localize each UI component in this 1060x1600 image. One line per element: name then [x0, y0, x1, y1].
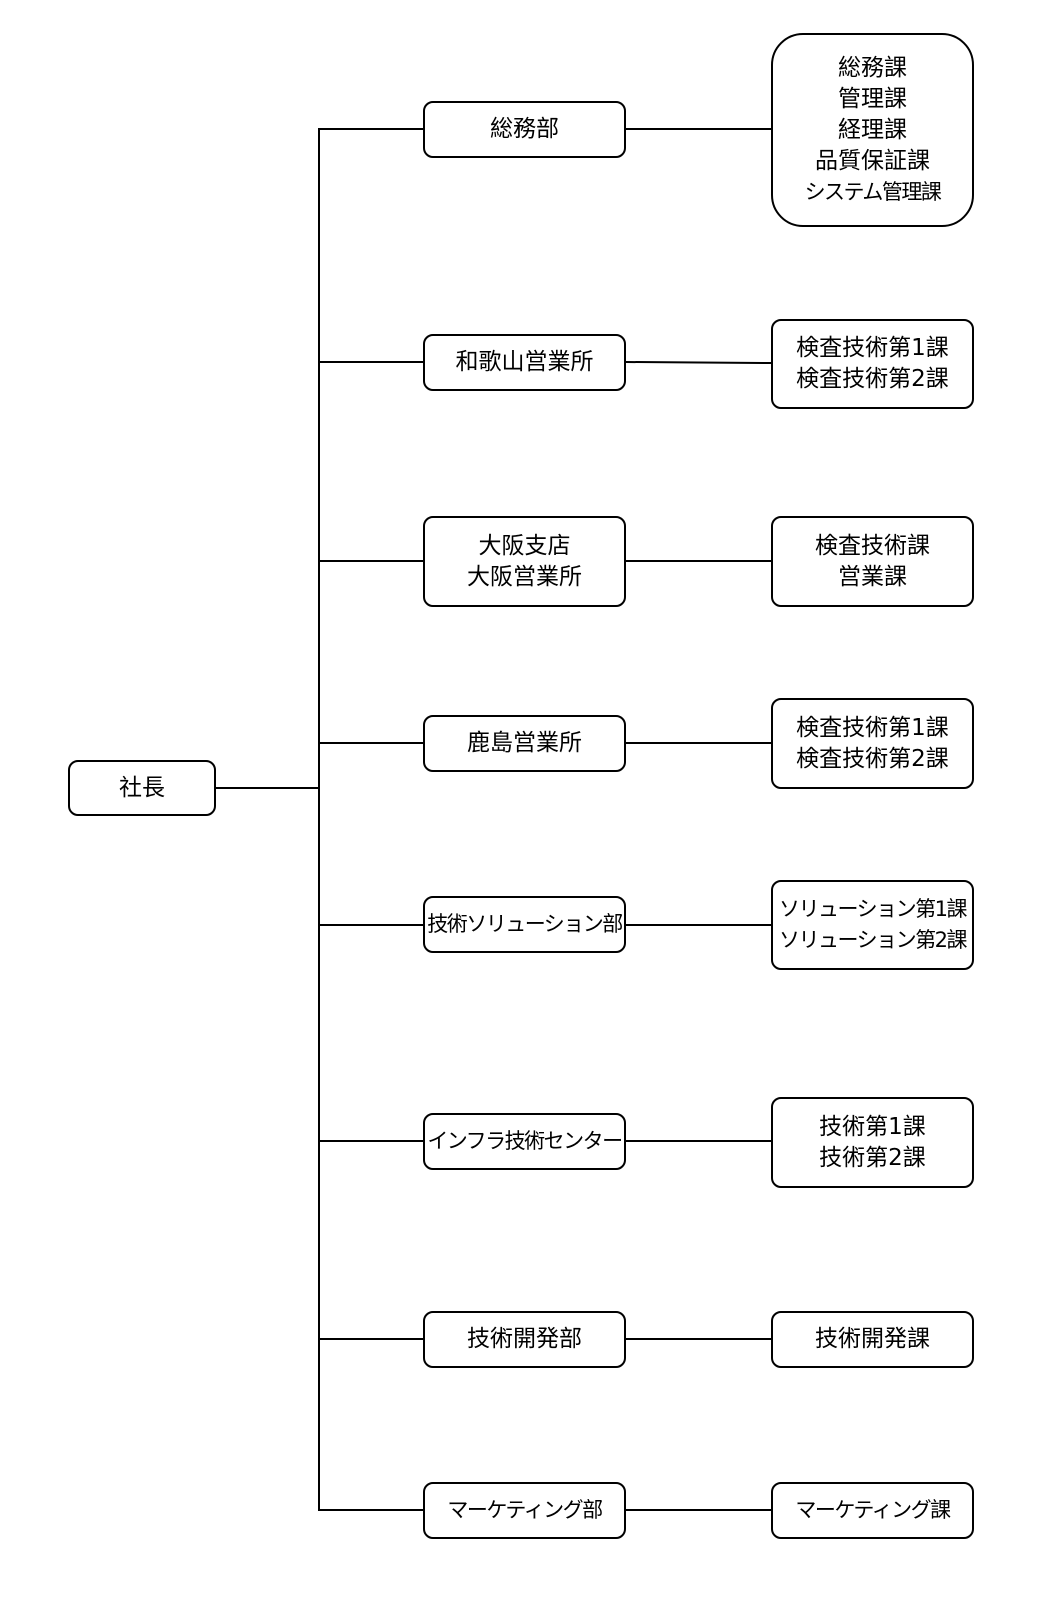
department-label: 技術ソリューション部 — [427, 912, 623, 936]
department-kashima-office: 鹿島営業所 — [423, 715, 626, 772]
department-label: 鹿島営業所 — [467, 730, 582, 756]
section-label: 総務課 — [838, 54, 907, 81]
sections-osaka-branch: 検査技術課 営業課 — [771, 516, 974, 607]
department-label: 総務部 — [490, 116, 559, 142]
department-osaka-branch: 大阪支店 大阪営業所 — [423, 516, 626, 607]
section-label: 技術第2課 — [819, 1144, 926, 1171]
section-label: 検査技術第1課 — [796, 335, 949, 361]
sections-general-affairs: 総務課 管理課 経理課 品質保証課 システム管理課 — [771, 33, 974, 227]
section-label: 経理課 — [838, 116, 907, 143]
sections-tech-solutions: ソリューション第1課 ソリューション第2課 — [771, 880, 974, 970]
sections-kashima-office: 検査技術第1課 検査技術第2課 — [771, 698, 974, 789]
sections-wakayama-office: 検査技術第1課 検査技術第2課 — [771, 319, 974, 409]
section-label: 検査技術第2課 — [796, 366, 949, 392]
department-label: 技術開発部 — [467, 1326, 582, 1352]
section-link-1 — [625, 361, 772, 364]
section-label: マーケティング課 — [795, 1498, 951, 1522]
section-label: 営業課 — [838, 563, 907, 590]
section-label: ソリューション第1課 — [779, 897, 967, 921]
department-general-affairs: 総務部 — [423, 101, 626, 158]
section-label: 検査技術第1課 — [796, 714, 949, 741]
department-wakayama-office: 和歌山営業所 — [423, 334, 626, 391]
sections-infra-tech-center: 技術第1課 技術第2課 — [771, 1097, 974, 1188]
department-infra-tech-center: インフラ技術センター — [423, 1113, 626, 1170]
department-marketing: マーケティング部 — [423, 1482, 626, 1539]
section-label: 管理課 — [838, 85, 907, 112]
section-label: ソリューション第2課 — [779, 928, 967, 952]
section-label: 技術第1課 — [819, 1113, 926, 1140]
department-label: 大阪支店 — [478, 532, 571, 559]
sections-tech-development: 技術開発課 — [771, 1311, 974, 1368]
section-label: システム管理課 — [804, 179, 942, 204]
section-label: 検査技術課 — [815, 532, 930, 559]
department-tech-development: 技術開発部 — [423, 1311, 626, 1368]
president-box: 社長 — [68, 760, 216, 816]
department-label: 大阪営業所 — [467, 563, 582, 590]
president-label: 社長 — [119, 774, 165, 801]
section-label: 技術開発課 — [815, 1326, 930, 1352]
section-label: 検査技術第2課 — [796, 745, 949, 772]
sections-marketing: マーケティング課 — [771, 1482, 974, 1539]
section-label: 品質保証課 — [815, 147, 930, 174]
department-label: インフラ技術センター — [427, 1129, 623, 1153]
department-label: 和歌山営業所 — [455, 349, 594, 375]
department-label: マーケティング部 — [447, 1498, 603, 1522]
department-tech-solutions: 技術ソリューション部 — [423, 896, 626, 953]
